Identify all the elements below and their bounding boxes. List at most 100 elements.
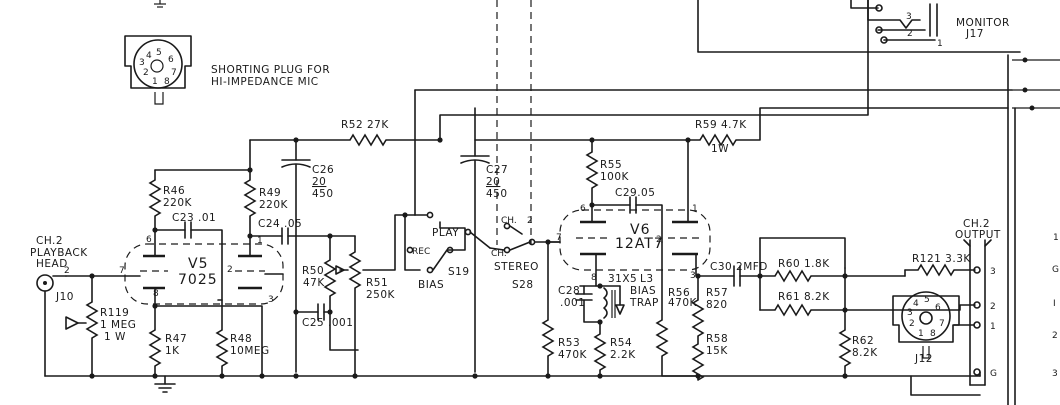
v5-pin-7: 7 [119, 266, 125, 276]
j12-pin-7: 7 [939, 319, 945, 329]
r62-name: R62 [852, 335, 874, 347]
r52-label: R52 27K [341, 119, 389, 131]
j10-line3: HEAD [36, 258, 68, 270]
r51-value: 250K [366, 289, 396, 301]
r53-name: R53 [558, 337, 580, 349]
r62-value: 8.2K [852, 347, 878, 359]
j12-pin-1: 1 [918, 329, 924, 339]
j17-pin-2: 2 [907, 29, 913, 39]
r51-name: R51 [366, 277, 388, 289]
edge-label-g: G [1052, 265, 1059, 275]
output-line1: CH.2 [963, 218, 990, 230]
l3-trap: TRAP [629, 297, 659, 309]
s19-play: PLAY [432, 227, 459, 239]
v6-pin-6: 6 [580, 204, 586, 214]
j17-label: J17 [965, 28, 984, 40]
edge-label-3: 3 [1052, 369, 1058, 379]
plug-pin-2: 2 [143, 68, 149, 78]
c27-voltage: 450 [486, 188, 508, 200]
r56-name: R56 [668, 287, 690, 299]
c27-name: C27 [486, 164, 508, 176]
j12-bottom-lead [910, 375, 981, 396]
v6-pin-7: 7 [556, 233, 562, 243]
j17-pin-3: 3 [906, 12, 912, 22]
j10-line1: CH.2 [36, 235, 63, 247]
r61-label: R61 8.2K [778, 291, 830, 303]
v6-pin-1: 1 [692, 204, 698, 214]
v5-pin-2: 2 [227, 265, 233, 275]
r59-label: R59 4.7K [695, 119, 747, 131]
s19-bias: BIAS [418, 279, 444, 291]
j17-pin-1: 1 [937, 39, 943, 49]
plug-pin-4: 4 [146, 51, 152, 61]
v5-pin-1: 1 [257, 236, 263, 246]
output-pin-1: 1 [990, 322, 996, 332]
j12-pin-3: 3 [907, 308, 913, 318]
v6-pin-8: 8 [591, 273, 597, 283]
edge-label-1: 1 [1053, 233, 1059, 243]
j12-pin-2: 2 [909, 319, 915, 329]
r50-value: 47K [303, 277, 325, 289]
j10-label: J10 [55, 291, 74, 303]
v5-pin-8: 8 [153, 289, 159, 299]
r55-name: R55 [600, 159, 622, 171]
s28-label: S28 [512, 279, 534, 291]
v5-pin-6: 6 [146, 235, 152, 245]
plug-pin-3: 3 [139, 58, 145, 68]
j12-label: J12 [914, 353, 933, 365]
switch-s19 [402, 211, 491, 274]
v5-type: 7025 [178, 272, 218, 288]
v5-stage1-wiring [148, 169, 263, 377]
r58-value: 15K [706, 345, 728, 357]
c23-label: C23 .01 [172, 212, 216, 224]
output-line2: OUTPUT [955, 229, 1001, 241]
v6-pin-3: 3 [690, 271, 696, 281]
shorting-plug-icon: 4 5 3 6 2 7 1 8 [124, 35, 192, 105]
v6-type: 12AT7 [615, 236, 664, 252]
s28-2: 2 [527, 216, 533, 226]
l3-bias: BIAS [630, 285, 656, 297]
l3-part: 31X5 [608, 273, 637, 285]
r47-name: R47 [165, 333, 187, 345]
r57-value: 820 [706, 299, 728, 311]
playback-head-jack-j10 [36, 273, 981, 377]
output-pin-2: 2 [990, 302, 996, 312]
v6-tube-12at7 [559, 209, 711, 271]
r47-value: 1K [165, 345, 180, 357]
edge-label-2: 2 [1052, 331, 1058, 341]
b-plus-wiring [249, 0, 1013, 373]
right-bus-lines [1007, 54, 1060, 405]
plug-pin-7: 7 [171, 68, 177, 78]
c25-label: C25 .001 [302, 317, 353, 329]
r54-value: 2.2K [610, 349, 636, 361]
top-ground-symbol [154, 0, 166, 8]
v6-name: V6 [630, 222, 650, 238]
r119-watts: 1 W [104, 331, 126, 343]
j12-pin-8: 8 [930, 329, 936, 339]
r60-label: R60 1.8K [778, 258, 830, 270]
shorting-plug-note: SHORTING PLUG FOR [211, 64, 330, 76]
r50-name: R50 [302, 265, 324, 277]
j10-line2: PLAYBACK [30, 247, 88, 259]
j12-pin-4: 4 [913, 299, 919, 309]
plug-pin-5: 5 [156, 48, 162, 58]
j12-pin-5: 5 [924, 295, 930, 305]
c24-label: C24 .05 [258, 218, 302, 230]
c26-name: C26 [312, 164, 334, 176]
v5-name: V5 [188, 256, 208, 272]
chassis-ground-icon [154, 375, 176, 393]
c26-value: 20 [312, 176, 326, 188]
r55-value: 100K [600, 171, 630, 183]
r119-name: R119 [100, 307, 129, 319]
ch2-output-connector [953, 239, 992, 386]
r54-name: R54 [610, 337, 632, 349]
output-pin-3: 3 [990, 267, 996, 277]
c28-name: C28 [558, 285, 580, 297]
s28-ch2: CH. [491, 249, 507, 259]
c30-label: C30 2MFD [710, 261, 768, 273]
c26-voltage: 450 [312, 188, 334, 200]
v5-pin-3: 3 [268, 295, 274, 305]
r49-value: 220K [259, 199, 289, 211]
plug-pin-8: 8 [164, 77, 170, 87]
